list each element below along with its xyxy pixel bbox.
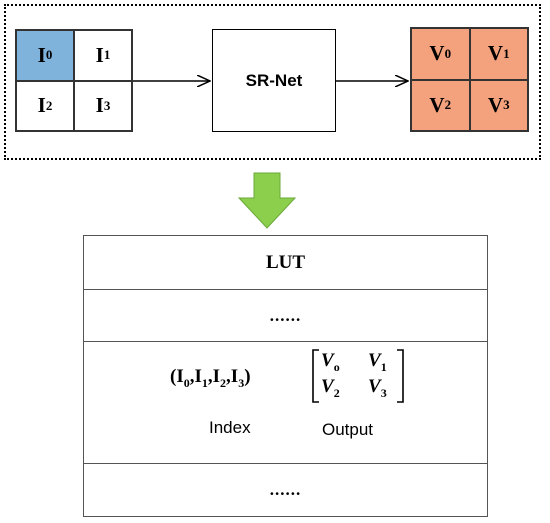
output-label: Output: [322, 420, 374, 439]
lut-ellipsis-row-top: ......: [84, 290, 487, 342]
lut-title: LUT: [265, 251, 306, 273]
output-matrix: Vo V1 V2 V3: [312, 349, 404, 403]
matrix-v3: V3: [368, 376, 387, 400]
index-tuple: (I0,I1,I2,I3): [170, 366, 251, 390]
lut-header-row: LUT: [84, 236, 487, 290]
down-arrow-icon: [237, 172, 297, 229]
pipeline-frame: [4, 4, 541, 160]
index-label: Index: [209, 418, 251, 437]
matrix-brackets: [312, 349, 404, 403]
ellipsis-top: ......: [269, 305, 302, 325]
lut-ellipsis-row-bottom: ......: [84, 464, 487, 516]
lut-table: LUT ...... ......: [83, 235, 488, 517]
matrix-v0: Vo: [321, 350, 340, 374]
lut-entry-row: [84, 342, 487, 464]
matrix-v1: V1: [368, 350, 387, 374]
matrix-v2: V2: [321, 376, 340, 400]
sr-net-box: SR-Net: [212, 29, 336, 132]
sr-net-label: SR-Net: [245, 70, 303, 90]
ellipsis-bottom: ......: [269, 480, 302, 499]
